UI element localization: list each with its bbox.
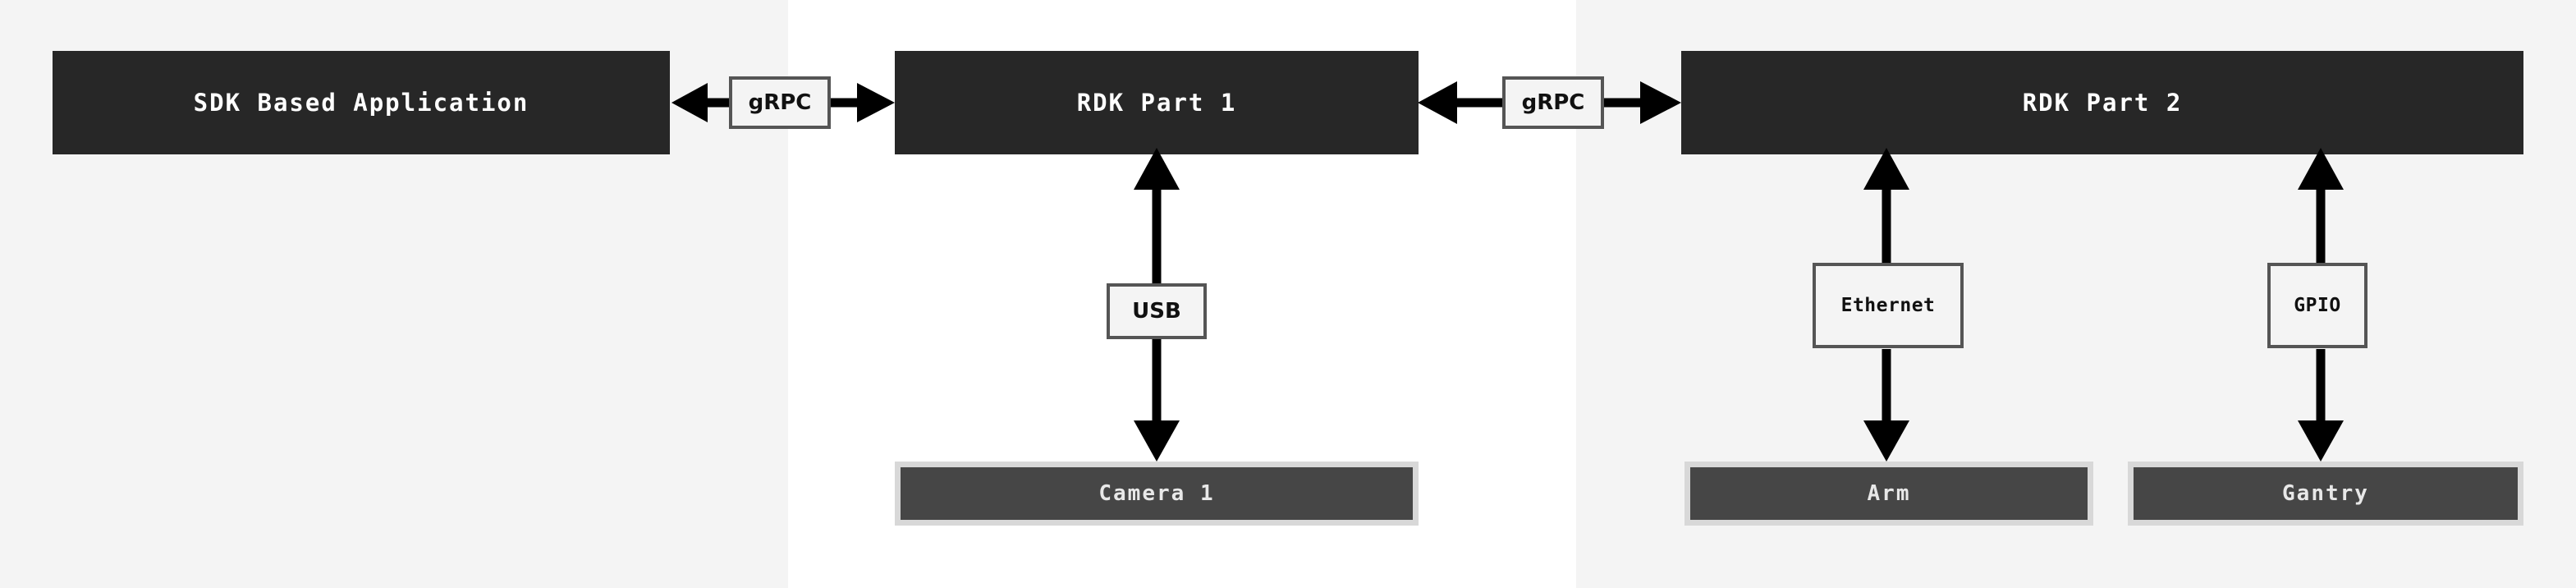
- node-gantry[interactable]: Gantry: [2128, 462, 2523, 526]
- node-label: Arm: [1867, 481, 1911, 506]
- node-arm[interactable]: Arm: [1684, 462, 2093, 526]
- edge-label-text: gRPC: [748, 90, 812, 115]
- node-label: RDK Part 1: [1076, 89, 1237, 117]
- node-label: RDK Part 2: [2022, 89, 2183, 117]
- edge-label-text: gRPC: [1521, 90, 1585, 115]
- edge-label-grpc-rdk1-rdk2[interactable]: gRPC: [1502, 76, 1604, 129]
- edge-label-text: USB: [1132, 299, 1181, 324]
- node-rdk-part-2[interactable]: RDK Part 2: [1681, 51, 2523, 154]
- node-label: Gantry: [2282, 481, 2369, 506]
- edge-label-gpio[interactable]: GPIO: [2267, 263, 2367, 348]
- node-label: SDK Based Application: [193, 89, 529, 117]
- edge-label-text: Ethernet: [1840, 295, 1936, 316]
- node-label: Camera 1: [1098, 481, 1215, 506]
- edge-label-usb[interactable]: USB: [1107, 283, 1207, 339]
- edge-label-ethernet[interactable]: Ethernet: [1813, 263, 1964, 348]
- node-sdk-based-application[interactable]: SDK Based Application: [53, 51, 670, 154]
- node-rdk-part-1[interactable]: RDK Part 1: [895, 51, 1419, 154]
- node-camera-1[interactable]: Camera 1: [895, 462, 1419, 526]
- edge-label-grpc-sdk-rdk1[interactable]: gRPC: [729, 76, 831, 129]
- edge-label-text: GPIO: [2294, 295, 2341, 316]
